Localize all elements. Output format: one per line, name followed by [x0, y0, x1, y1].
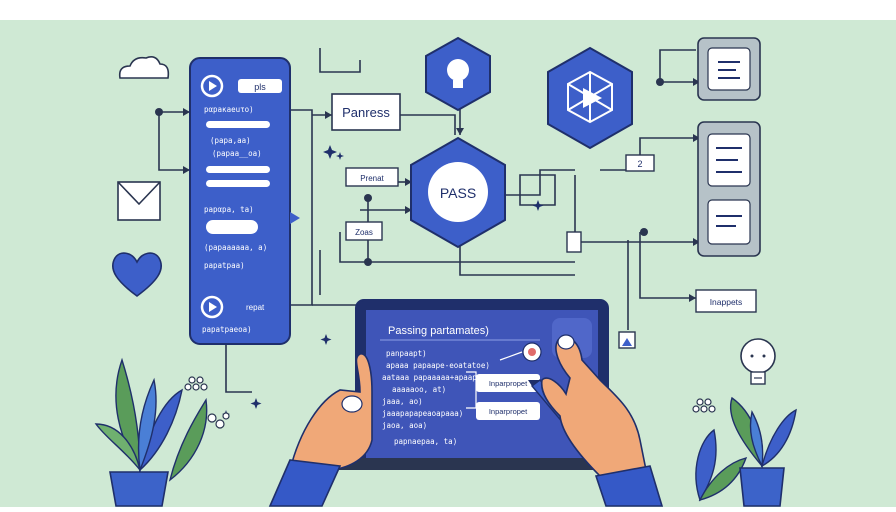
code-line-6: jaaapapapeaoapaaa)	[382, 409, 463, 418]
arrow-heads	[183, 78, 700, 302]
zoas-box: Zoas	[345, 221, 383, 241]
panress-label: Panress	[342, 105, 390, 120]
code-line-5: jaaa, ao)	[382, 397, 423, 406]
panel-bottom-row: papatpaeoa)	[202, 325, 252, 334]
panel-row-4: papαpa, ta)	[204, 205, 254, 214]
param-chip-1[interactable]	[476, 374, 540, 392]
panel-row-1: pαpaκaeuτo)	[204, 105, 254, 114]
pass-hexagon: PASS	[410, 136, 506, 249]
panel-row-2: (papa,aa)	[210, 136, 251, 145]
hand-icon-left	[268, 353, 373, 507]
lightbulb-right-icon	[740, 338, 776, 385]
document-icon	[718, 61, 740, 79]
junction-square	[566, 231, 582, 253]
prenat-label: Prenat	[360, 174, 384, 183]
inappets-box: Inappets	[695, 289, 757, 313]
hand-icon-right	[528, 334, 664, 507]
play-hexagon	[547, 46, 633, 150]
code-line-7: jaoa, aoa)	[382, 421, 427, 430]
param-chip-2[interactable]	[476, 402, 540, 420]
molecule-icon	[184, 376, 716, 429]
param-chip-1-label: Inparpropet	[489, 379, 528, 388]
panel-top-label: pls	[254, 82, 266, 92]
plant-icon-right	[695, 396, 797, 507]
document-card-1	[697, 37, 761, 101]
panel-row-5: (papaaaaaa, a)	[204, 243, 267, 252]
param-chip-2-label: Inparpropet	[489, 407, 528, 416]
panel-row-6: papatpaa)	[204, 261, 245, 270]
laptop-title: Passing partamates)	[388, 325, 489, 337]
mail-icon	[117, 181, 161, 221]
plant-icon-left	[94, 357, 208, 507]
left-code-panel: pls pαpaκaeuτo) (papa,aa) (papaa__oa) pa…	[189, 57, 300, 345]
pass-label: PASS	[440, 185, 476, 201]
bottom-play-icon[interactable]	[200, 295, 224, 319]
zoas-label: Zoas	[355, 228, 373, 237]
panel-bottom-label: repat	[246, 303, 265, 312]
code-line-1: panpaapt)	[386, 349, 427, 358]
lightbulb-hexagon	[425, 36, 491, 112]
code-line-4: aaaaaoo, at)	[392, 385, 446, 394]
top-play-icon[interactable]	[200, 74, 224, 98]
cloud-icon	[118, 56, 170, 79]
panress-box: Panress	[331, 93, 401, 131]
code-line-3: aataaa papaaaaa+apaapa)	[382, 373, 486, 382]
lightbulb-icon	[447, 59, 469, 88]
connector-dots	[155, 78, 664, 266]
two-label: 2	[637, 159, 642, 169]
inappets-label: Inappets	[710, 297, 743, 307]
code-line-8: papnaepaa, ta)	[394, 437, 457, 446]
two-box: 2	[625, 154, 655, 172]
panel-row-3: (papaa__oa)	[212, 149, 262, 158]
code-line-2: apaaa papaape-eoatatoe)	[386, 361, 490, 370]
prenat-box: Prenat	[345, 167, 399, 187]
heart-icon	[112, 252, 162, 297]
document-card-2	[697, 121, 761, 257]
